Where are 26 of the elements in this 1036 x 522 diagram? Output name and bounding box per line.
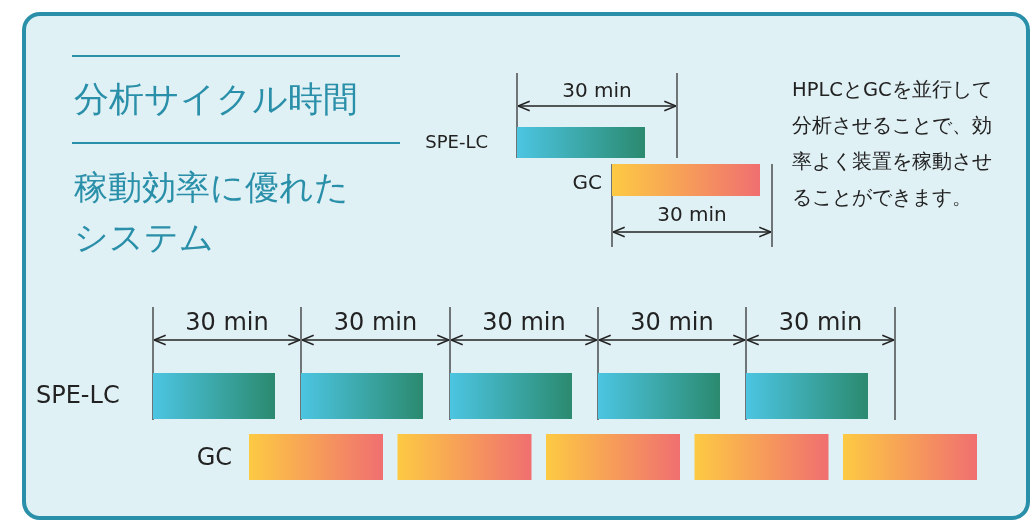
gc-bar [612, 164, 760, 196]
row-label: GC [571, 170, 602, 194]
duration-label: 30 min [629, 308, 715, 336]
row-label: SPE-LC [36, 381, 120, 409]
spe-lc-bar [301, 373, 423, 419]
row-label: GC [195, 443, 232, 471]
row-label: SPE-LC [424, 131, 488, 152]
gc-bar [249, 434, 383, 480]
duration-label: 30 min [561, 78, 633, 102]
spe-lc-bar [153, 373, 275, 419]
title: 分析サイクル時間 [74, 78, 358, 121]
spe-lc-bar [450, 373, 572, 419]
duration-label: 30 min [184, 308, 270, 336]
gc-bar [546, 434, 680, 480]
subtitle: 稼動効率に優れたシステム [74, 166, 350, 259]
spe-lc-bar [598, 373, 720, 419]
spe-lc-bar [746, 373, 868, 419]
duration-label: 30 min [777, 308, 864, 336]
gc-bar [694, 434, 829, 480]
note-text: HPLCとGCを並行して分析させることで、効率よく装置を稼動させることができます。 [792, 77, 992, 211]
duration-label: 30 min [481, 308, 567, 336]
duration-label: 30 min [656, 202, 728, 226]
duration-label: 30 min [332, 308, 419, 336]
gc-bar [397, 434, 532, 480]
spe-lc-bar [517, 127, 645, 158]
gc-bar [843, 434, 977, 480]
